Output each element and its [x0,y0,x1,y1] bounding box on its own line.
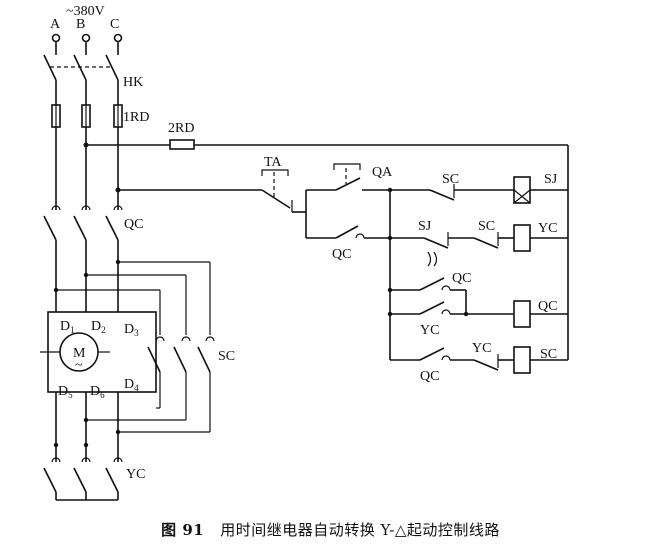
terminal-b [81,33,91,43]
qc-hold-contact-label: QC [332,247,351,262]
terminal-d5-label: D5 [58,384,73,400]
control-fuse-label: 2RD [168,121,194,136]
star-contactor-power-label: YC [126,467,145,482]
qc-contact-3-label: QC [420,369,439,384]
row-main-coil [390,277,568,328]
qc-contact-2-label: QC [452,271,471,286]
knife-switch-label: HK [123,75,143,90]
terminal-d2-label: D2 [91,319,106,335]
stop-button-label: TA [264,155,282,170]
delta-coil-label: SC [540,347,557,362]
phase-c-label: C [110,17,119,32]
star-contactor-yc-contacts [43,457,123,501]
main-contactor-qc-contacts [43,205,123,241]
supply-voltage-label: ~380V [66,4,105,19]
figure-number: 图 91 [161,521,205,539]
motor-tilde: ~ [75,358,83,373]
terminal-d4-label: D4 [124,377,139,393]
terminal-d3-label: D3 [124,322,139,338]
phase-a-label: A [50,17,61,32]
row-star-coil [390,224,568,267]
star-coil-yc [513,224,531,252]
sc-contact-2-label: SC [478,219,495,234]
terminal-d1-label: D1 [60,319,75,335]
terminal-d6-label: D6 [90,384,105,400]
start-button-label: QA [372,165,393,180]
yc-contact-2-label: YC [472,341,491,356]
stop-button-ta [261,169,306,213]
main-fuses-1rd [51,104,123,128]
control-circuit: 2RD TA QA QC [86,121,569,384]
qc-hold-contact [305,212,390,239]
power-circuit: ~380V A B C HK 1RD [40,4,235,501]
main-contactor-power-label: QC [124,217,143,232]
timer-coil-sj [513,176,531,204]
terminal-a [51,33,61,43]
timer-coil-label: SJ [544,172,558,187]
figure-title: 用时间继电器自动转换 Y-△起动控制线路 [220,521,500,539]
main-coil-label: QC [538,299,557,314]
motor-label: M [73,346,86,361]
main-fuse-label: 1RD [123,110,149,125]
row-timer-coil [390,176,568,204]
figure-caption: 图 91 用时间继电器自动转换 Y-△起动控制线路 [0,519,661,540]
main-coil-qc [513,300,531,328]
yc-contact-1-label: YC [420,323,439,338]
start-button-qa [305,163,390,212]
knife-switch-hk [43,42,119,105]
delta-contactor-sc-contacts [147,336,215,373]
terminal-c [113,33,123,43]
sc-contact-1-label: SC [442,172,459,187]
timer-contact-label: SJ [418,219,432,234]
delta-contactor-power-label: SC [218,349,235,364]
control-fuse [169,139,195,150]
star-coil-label: YC [538,221,557,236]
row-delta-coil [390,346,568,374]
delta-coil-sc [513,346,531,374]
phase-b-label: B [76,17,85,32]
motor: M ~ [40,311,157,393]
